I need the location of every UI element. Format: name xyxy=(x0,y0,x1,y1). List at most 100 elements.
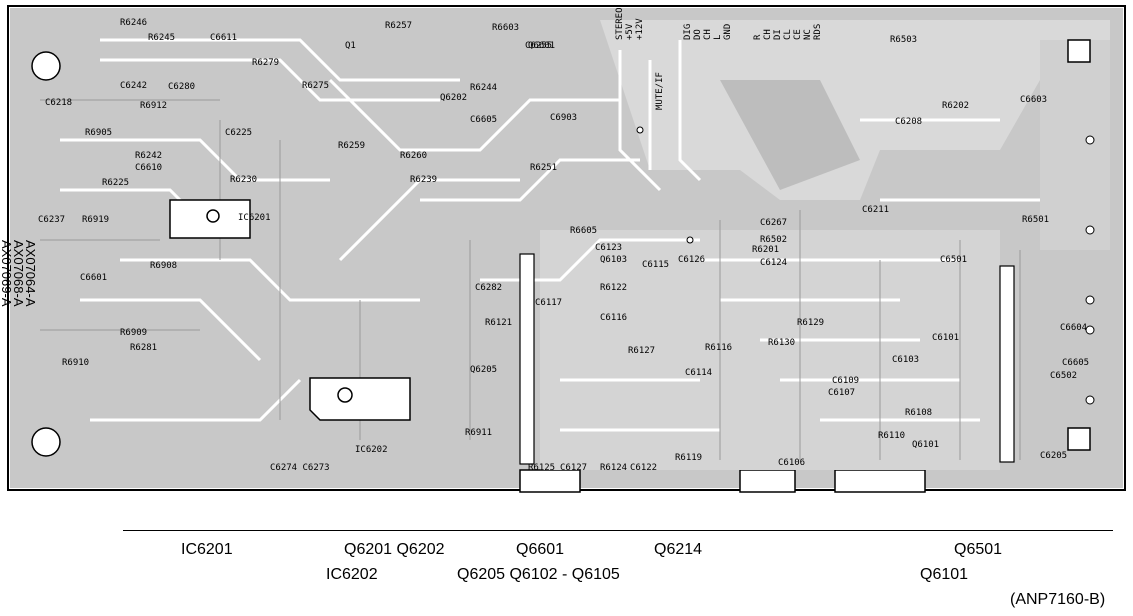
svg-text:C6605: C6605 xyxy=(470,115,497,125)
svg-text:R6127: R6127 xyxy=(628,346,655,356)
svg-text:IC6202: IC6202 xyxy=(355,445,388,455)
svg-text:R6909: R6909 xyxy=(120,328,147,338)
svg-text:R6260: R6260 xyxy=(400,151,427,161)
ic6201-body xyxy=(169,199,251,239)
mounting-hole xyxy=(31,51,61,81)
legend-divider xyxy=(123,530,1113,531)
svg-text:R6125: R6125 xyxy=(528,463,555,473)
svg-text:R6246: R6246 xyxy=(120,18,147,28)
legend-q6101: Q6101 xyxy=(920,566,969,583)
legend-ic6202: IC6202 xyxy=(326,566,378,583)
svg-text:Q6205: Q6205 xyxy=(470,365,497,375)
svg-text:R6119: R6119 xyxy=(675,453,702,463)
svg-text:C6225: C6225 xyxy=(225,128,252,138)
svg-text:C6611: C6611 xyxy=(210,33,237,43)
svg-text:C6903: C6903 xyxy=(550,113,577,123)
svg-text:DIG: DIG xyxy=(683,24,693,40)
svg-text:C6205: C6205 xyxy=(1040,451,1067,461)
legend-q6501: Q6501 xyxy=(954,541,1003,558)
svg-text:R6502: R6502 xyxy=(760,235,787,245)
svg-text:C6103: C6103 xyxy=(892,355,919,365)
legend-q6201-q6202: Q6201 Q6202 xyxy=(344,541,445,558)
svg-text:C6117: C6117 xyxy=(535,298,562,308)
svg-text:GND: GND xyxy=(723,24,733,40)
svg-text:C6610: C6610 xyxy=(135,163,162,173)
svg-text:C6124: C6124 xyxy=(760,258,787,268)
svg-text:R6239: R6239 xyxy=(410,175,437,185)
svg-text:C6605: C6605 xyxy=(1062,358,1089,368)
svg-text:R6911: R6911 xyxy=(465,428,492,438)
svg-text:R6130: R6130 xyxy=(768,338,795,348)
svg-text:R6108: R6108 xyxy=(905,408,932,418)
svg-text:R6603: R6603 xyxy=(492,23,519,33)
svg-text:Q1: Q1 xyxy=(345,41,356,51)
svg-text:CL: CL xyxy=(783,29,793,40)
svg-text:STEREO: STEREO xyxy=(615,7,625,40)
svg-text:C6126: C6126 xyxy=(678,255,705,265)
svg-text:AX07068-A: AX07068-A xyxy=(11,240,26,307)
svg-text:Q6103: Q6103 xyxy=(600,255,627,265)
svg-text:C6242: C6242 xyxy=(120,81,147,91)
svg-text:R6605: R6605 xyxy=(570,226,597,236)
svg-text:C6237: C6237 xyxy=(38,215,65,225)
svg-text:AX07069-A: AX07069-A xyxy=(0,240,14,307)
svg-text:R6259: R6259 xyxy=(338,141,365,151)
svg-text:C6274 C6273: C6274 C6273 xyxy=(270,463,330,473)
svg-text:NC: NC xyxy=(803,29,813,40)
svg-text:+12V: +12V xyxy=(635,18,645,40)
svg-text:R6245: R6245 xyxy=(148,33,175,43)
svg-text:C6255: C6255 xyxy=(525,41,552,51)
svg-text:R: R xyxy=(753,34,763,40)
svg-text:R6281: R6281 xyxy=(130,343,157,353)
legend-ic6201: IC6201 xyxy=(181,541,233,558)
svg-text:CE: CE xyxy=(793,29,803,40)
svg-text:C6267: C6267 xyxy=(760,218,787,228)
svg-text:RDS: RDS xyxy=(813,24,823,40)
svg-text:C6604: C6604 xyxy=(1060,323,1087,333)
svg-text:MUTE/IF: MUTE/IF xyxy=(655,72,665,110)
svg-text:L: L xyxy=(713,35,723,40)
mounting-hole xyxy=(31,427,61,457)
svg-text:R6230: R6230 xyxy=(230,175,257,185)
svg-text:C6123: C6123 xyxy=(595,243,622,253)
svg-text:Q6202: Q6202 xyxy=(440,93,467,103)
svg-text:C6109: C6109 xyxy=(832,376,859,386)
svg-text:R6202: R6202 xyxy=(942,101,969,111)
svg-text:R6244: R6244 xyxy=(470,83,497,93)
svg-text:R6124: R6124 xyxy=(600,463,627,473)
legend-q6214: Q6214 xyxy=(654,541,703,558)
svg-text:R6257: R6257 xyxy=(385,21,412,31)
svg-text:R6279: R6279 xyxy=(252,58,279,68)
svg-text:C6502: C6502 xyxy=(1050,371,1077,381)
svg-text:R6251: R6251 xyxy=(530,163,557,173)
svg-text:AX07064-A: AX07064-A xyxy=(23,240,38,307)
svg-text:R6503: R6503 xyxy=(890,35,917,45)
svg-text:C6101: C6101 xyxy=(932,333,959,343)
svg-text:C6211: C6211 xyxy=(862,205,889,215)
legend-q6601: Q6601 xyxy=(516,541,565,558)
svg-text:C6282: C6282 xyxy=(475,283,502,293)
svg-text:+5V: +5V xyxy=(625,23,635,40)
svg-text:C6114: C6114 xyxy=(685,368,712,378)
svg-text:R6912: R6912 xyxy=(140,101,167,111)
svg-text:R6201: R6201 xyxy=(752,245,779,255)
svg-text:CH: CH xyxy=(763,29,773,40)
svg-text:R6919: R6919 xyxy=(82,215,109,225)
svg-text:C6280: C6280 xyxy=(168,82,195,92)
ic6202-body xyxy=(309,377,411,421)
svg-text:R6910: R6910 xyxy=(62,358,89,368)
svg-text:DI: DI xyxy=(773,29,783,40)
svg-text:IC6201: IC6201 xyxy=(238,213,271,223)
svg-text:C6122: C6122 xyxy=(630,463,657,473)
svg-text:C6107: C6107 xyxy=(828,388,855,398)
svg-text:R6275: R6275 xyxy=(302,81,329,91)
svg-text:C6218: C6218 xyxy=(45,98,72,108)
svg-text:Q6601: Q6601 xyxy=(528,41,555,51)
svg-text:C6501: C6501 xyxy=(940,255,967,265)
svg-text:CH: CH xyxy=(703,29,713,40)
svg-text:C6106: C6106 xyxy=(778,458,805,468)
legend-q6205-q6102-q6105: Q6205 Q6102 - Q6105 xyxy=(457,566,620,583)
svg-text:C6601: C6601 xyxy=(80,273,107,283)
svg-text:C6208: C6208 xyxy=(895,117,922,127)
svg-text:R6121: R6121 xyxy=(485,318,512,328)
